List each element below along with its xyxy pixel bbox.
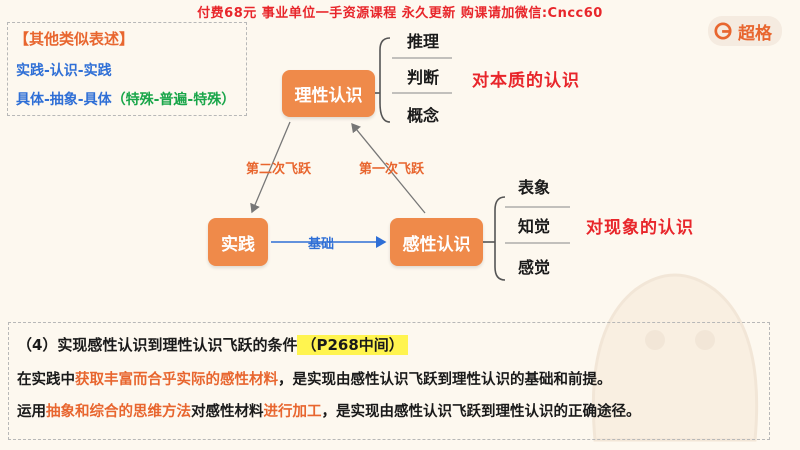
condition-heading-text: （4）实现感性认识到理性认识飞跃的条件	[17, 336, 298, 354]
other-expression-1: 实践-认识-实践	[16, 63, 112, 79]
rational-annotation: 对本质的认识	[472, 71, 580, 91]
practice-node: 实践	[208, 218, 268, 266]
p2-part-c: 对感性材料	[191, 404, 264, 420]
p2-part-e: ，是实现由感性认识飞跃到理性认识的正确途径。	[321, 404, 641, 420]
other-expression-2: 具体-抽象-具体（特殊-普遍-特殊）	[16, 89, 235, 109]
brand-logo: 超格	[708, 16, 782, 46]
p2-part-d: 进行加工	[263, 404, 322, 420]
perceptual-bracket	[494, 196, 506, 281]
rational-leaf-judgment: 判断	[407, 68, 440, 87]
mascot-watermark-icon	[591, 273, 759, 442]
p2-part-b: 抽象和综合的思维方法	[46, 404, 191, 420]
other-expressions-title: 【其他类似表述】	[14, 30, 135, 48]
first-leap-arrow	[351, 122, 426, 214]
other-expressions-box: 【其他类似表述】 实践-认识-实践 具体-抽象-具体（特殊-普遍-特殊）	[7, 22, 247, 116]
condition-box	[8, 322, 770, 440]
rational-bracket	[379, 37, 391, 123]
p2-part-a: 运用	[17, 404, 46, 420]
rational-leaf-inference: 推理	[407, 32, 440, 51]
condition-paragraph-1: 在实践中获取丰富而合乎实际的感性材料，是实现由感性认识飞跃到理性认识的基础和前提…	[17, 368, 612, 389]
second-leap-arrow	[250, 121, 291, 214]
condition-paragraph-2: 运用抽象和综合的思维方法对感性材料进行加工，是实现由感性认识飞跃到理性认识的正确…	[17, 400, 641, 421]
p1-part-b: 获取丰富而合乎实际的感性材料	[75, 372, 278, 388]
perceptual-knowledge-node: 感性认识	[390, 218, 483, 266]
p1-part-a: 在实践中	[17, 372, 75, 388]
logo-text: 超格	[738, 23, 772, 44]
perceptual-leaf-representation: 表象	[518, 178, 551, 197]
logo-icon	[714, 22, 732, 40]
condition-heading: （4）实现感性认识到理性认识飞跃的条件（P268中间）	[17, 334, 408, 355]
perceptual-leaf-perception: 知觉	[518, 217, 551, 236]
perceptual-annotation: 对现象的认识	[586, 218, 694, 238]
other-expression-2-paren: （特殊-普遍-特殊）	[111, 92, 236, 108]
first-leap-label: 第一次飞跃	[359, 162, 425, 177]
base-label: 基础	[308, 237, 335, 252]
rational-knowledge-node: 理性认识	[282, 70, 375, 117]
perceptual-leaf-sensation: 感觉	[518, 258, 551, 277]
top-banner: 付费68元 事业单位一手资源课程 永久更新 购课请加微信:Cncc60	[197, 6, 603, 21]
second-leap-label: 第二次飞跃	[246, 162, 312, 177]
rational-leaf-concept: 概念	[407, 106, 440, 125]
page-reference: （P268中间）	[297, 335, 408, 355]
other-expression-2-main: 具体-抽象-具体	[16, 92, 112, 108]
p1-part-c: ，是实现由感性认识飞跃到理性认识的基础和前提。	[278, 372, 612, 388]
